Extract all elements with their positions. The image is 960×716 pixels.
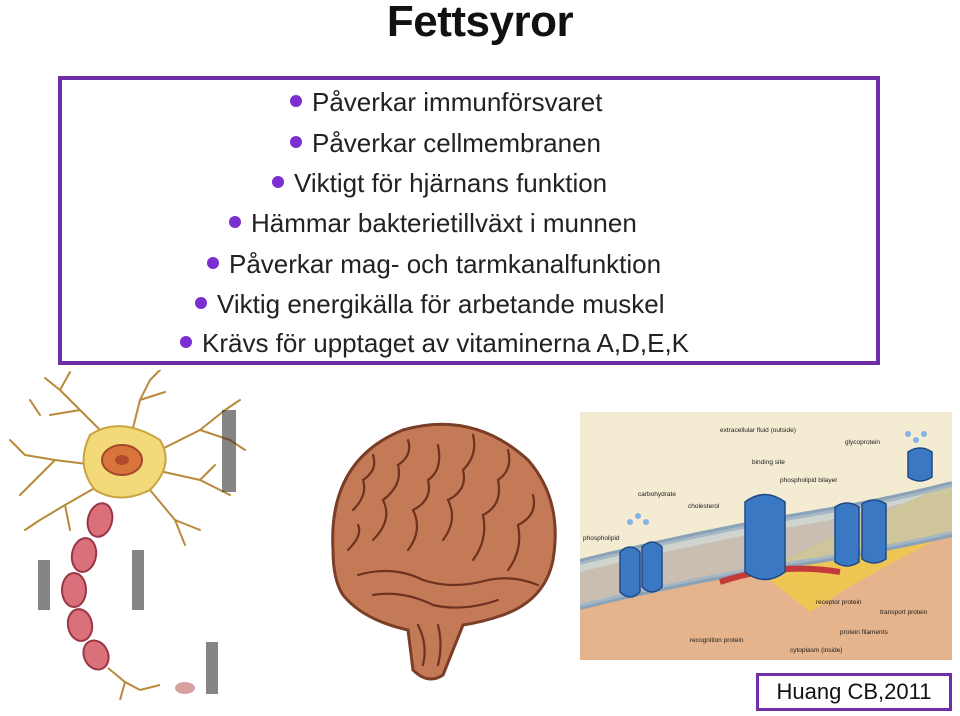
bullet-dot-icon [207,257,219,270]
bullet-item: Påverkar mag- och tarmkanalfunktion [207,248,661,280]
bullet-text: Krävs för upptaget av vitaminerna A,D,E,… [202,328,690,358]
label-protein-filaments: protein filaments [840,629,888,636]
bullet-dot-icon [195,297,207,310]
label-phospholipid: phospholipid [583,535,620,542]
label-receptor-protein: receptor protein [816,599,862,606]
cell-membrane-illustration: extracellular fluid (outside) glycoprote… [580,412,952,660]
bullet-item: Påverkar cellmembranen [290,127,601,159]
bullet-text: Viktigt för hjärnans funktion [294,168,608,198]
bullet-item: Krävs för upptaget av vitaminerna A,D,E,… [180,327,689,359]
bullet-item: Hämmar bakterietillväxt i munnen [229,207,637,239]
bullet-text: Påverkar immunförsvaret [312,87,603,117]
label-phospholipid-bilayer: phospholipid bilayer [780,477,838,484]
label-glycoprotein: glycoprotein [845,439,880,446]
bullet-dot-icon [272,176,284,189]
bullet-text: Påverkar mag- och tarmkanalfunktion [229,249,662,279]
label-carbohydrate: carbohydrate [638,491,676,498]
neuron-illustration [9,370,246,701]
bullet-dot-icon [180,336,192,349]
label-extracellular: extracellular fluid (outside) [720,427,796,434]
label-cholesterol: cholesterol [688,503,720,510]
bullet-dot-icon [229,216,241,229]
label-cytoplasm: cytoplasm (inside) [790,647,842,654]
slide-title: Fettsyror [386,0,574,46]
label-recognition-protein: recognition protein [690,637,744,644]
bullet-text: Hämmar bakterietillväxt i munnen [251,208,637,238]
brain-illustration [331,422,557,681]
bullet-item: Viktig energikälla för arbetande muskel [195,288,665,320]
label-binding-site: binding site [752,459,785,466]
bullet-text: Påverkar cellmembranen [312,128,602,158]
bullet-dot-icon [290,136,302,149]
bullet-box [58,76,880,365]
label-transport-protein: transport protein [880,609,928,616]
bullet-item: Påverkar immunförsvaret [290,86,602,118]
bullet-dot-icon [290,95,302,108]
bullet-item: Viktigt för hjärnans funktion [272,167,607,199]
credit-box: Huang CB,2011 [756,673,952,711]
bullet-text: Viktig energikälla för arbetande muskel [217,289,665,319]
